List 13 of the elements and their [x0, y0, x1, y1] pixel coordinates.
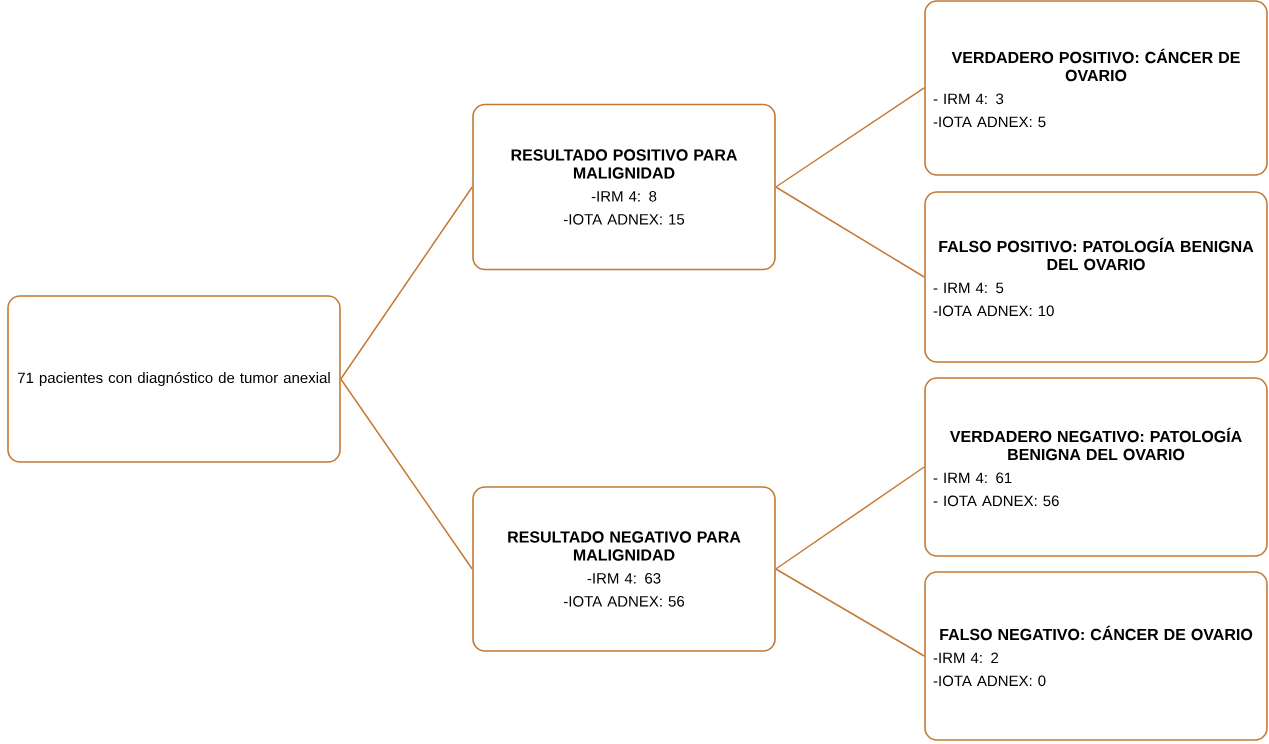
result-box: FALSO NEGATIVO: CÁNCER DE OVARIO -IRM 4: 2 -IOTA ADNEX: 0: [924, 571, 1268, 741]
result-box: 71 pacientes con diagnóstico de tumor anexial: [7, 295, 341, 463]
connector-line: [775, 87, 925, 188]
result-box: VERDADERO NEGATIVO: PATOLOGÍA BENIGNA DEL OVARIO - IRM 4: 61 - IOTA ADNEX: 56: [924, 377, 1268, 557]
connector-line: [775, 186, 925, 278]
connector-line: [775, 568, 925, 657]
connector-line: [775, 466, 925, 570]
result-box: FALSO POSITIVO: PATOLOGÍA BENIGNA DEL OVARIO - IRM 4: 5 -IOTA ADNEX: 10: [924, 191, 1268, 363]
connector-line: [340, 186, 473, 380]
result-box: VERDADERO POSITIVO: CÁNCER DE OVARIO - IRM 4: 3 -IOTA ADNEX: 5: [924, 0, 1268, 176]
connector-line: [340, 378, 473, 570]
result-box: RESULTADO NEGATIVO PARA MALIGNIDAD -IRM 4: 63 -IOTA ADNEX: 56: [472, 486, 776, 652]
result-box: RESULTADO POSITIVO PARA MALIGNIDAD -IRM 4: 8 -IOTA ADNEX: 15: [472, 103, 776, 271]
